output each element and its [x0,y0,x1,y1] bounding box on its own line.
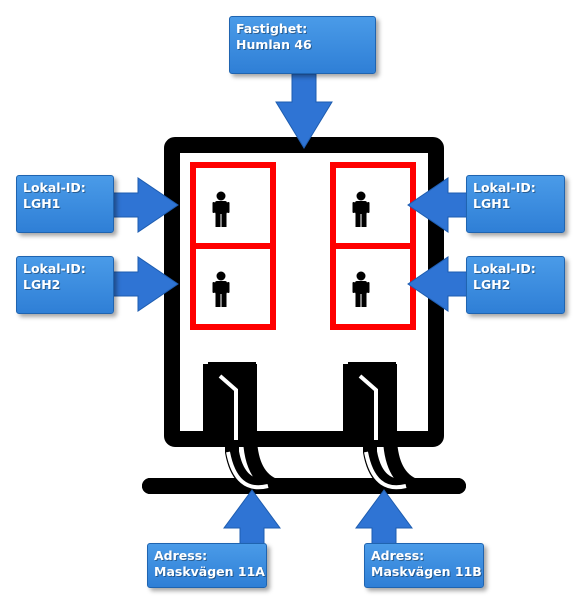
arrow-icon [223,489,281,549]
door-left [208,362,256,442]
unit-label-bottom-left: Lokal-ID: LGH2 [16,256,114,314]
unit-label-value: LGH2 [473,277,511,292]
arrow-icon [355,489,413,549]
property-label-value: Humlan 46 [236,37,312,52]
address-label-title: Adress: [154,548,208,563]
address-label-value: Maskvägen 11A [154,564,265,579]
arrow-icon [275,73,333,149]
unit-label-bottom-right: Lokal-ID: LGH2 [466,256,565,314]
property-label: Fastighet: Humlan 46 [229,16,376,74]
unit-label-value: LGH1 [23,196,61,211]
unit-label-value: LGH1 [473,196,511,211]
unit-label-title: Lokal-ID: [23,180,86,195]
address-label-left: Adress: Maskvägen 11A [147,543,267,588]
unit-label-title: Lokal-ID: [23,261,86,276]
unit-label-top-left: Lokal-ID: LGH1 [16,175,114,233]
unit-label-title: Lokal-ID: [473,180,536,195]
arrow-icon [109,256,179,312]
address-label-title: Adress: [371,548,425,563]
arrow-icon [109,177,179,233]
property-label-title: Fastighet: [236,21,308,36]
address-label-value: Maskvägen 11B [371,564,482,579]
unit-label-top-right: Lokal-ID: LGH1 [466,175,565,233]
door-right [348,362,396,442]
unit-label-value: LGH2 [23,277,61,292]
unit-label-title: Lokal-ID: [473,261,536,276]
address-label-right: Adress: Maskvägen 11B [364,543,484,588]
